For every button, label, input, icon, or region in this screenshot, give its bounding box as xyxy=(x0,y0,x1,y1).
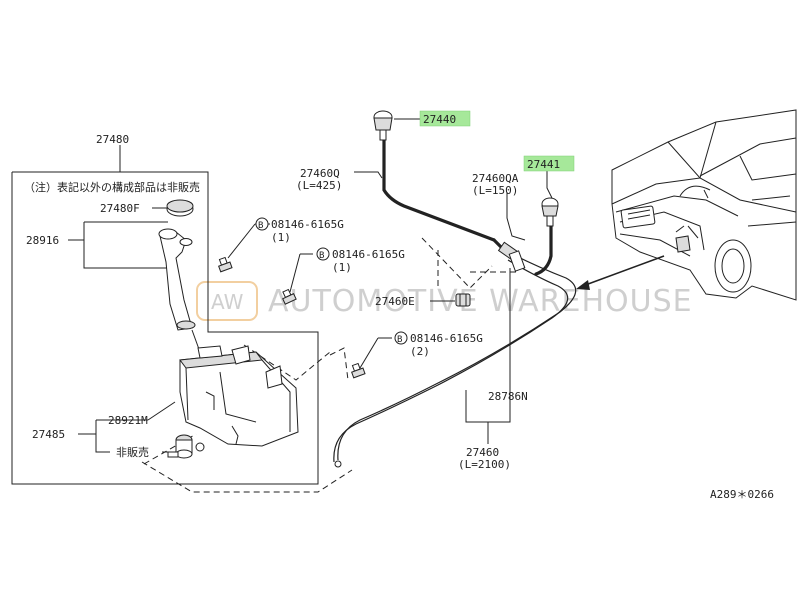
label-27460QA: 27460QA xyxy=(472,172,519,185)
label-27460Q-length: (L=425) xyxy=(296,179,342,192)
label-bolt1: 08146-6165G xyxy=(271,218,344,231)
locator-arrow xyxy=(576,255,665,290)
label-27460Q: 27460Q xyxy=(300,167,340,180)
watermark: AW AUTOMOTIVE WAREHOUSE xyxy=(196,281,693,321)
diagram-code: A289＊0266 xyxy=(710,488,774,501)
bolt2-mark: B xyxy=(319,251,324,261)
label-bolt1-qty: (1) xyxy=(271,231,291,244)
label-27460-length: (L=2100) xyxy=(458,458,511,471)
washer-pump xyxy=(167,434,205,459)
clip-27460E xyxy=(455,293,471,307)
watermark-badge-frame xyxy=(196,281,258,321)
label-note: （注）表記以外の構成部品は非販売 xyxy=(24,180,200,194)
watermark-text: AUTOMOTIVE WAREHOUSE xyxy=(268,284,693,319)
tank-assembly-frame xyxy=(11,145,319,485)
label-bolt2: 08146-6165G xyxy=(332,248,405,261)
washer-tank xyxy=(179,345,299,447)
label-27485: 27485 xyxy=(32,428,65,441)
label-bolt3: 08146-6165G xyxy=(410,332,483,345)
label-27460E: 27460E xyxy=(375,295,415,308)
highlight-27441 xyxy=(523,155,575,172)
washer-hoses xyxy=(333,138,577,468)
nozzle-27440 xyxy=(373,110,393,141)
vehicle-illustration xyxy=(611,109,797,301)
label-28916: 28916 xyxy=(26,234,59,247)
label-bolt3-qty: (2) xyxy=(410,345,430,358)
filler-assembly xyxy=(158,199,201,353)
label-27460QA-length: (L=150) xyxy=(472,184,518,197)
label-27480: 27480 xyxy=(96,133,129,146)
bolt1-mark: B xyxy=(258,221,263,231)
nozzle-27441 xyxy=(541,197,559,227)
watermark-badge: AW xyxy=(211,290,244,314)
bolt3-mark: B xyxy=(397,335,402,345)
label-27441: 27441 xyxy=(527,158,560,171)
label-27480F: 27480F xyxy=(100,202,140,215)
label-28786N: 28786N xyxy=(488,390,528,403)
label-27460: 27460 xyxy=(466,446,499,459)
highlight-27440 xyxy=(419,110,471,127)
label-bolt2-qty: (1) xyxy=(332,261,352,274)
label-not-sold: 非販売 xyxy=(116,446,149,459)
bolt-markers: B B B xyxy=(255,217,408,345)
label-28921M: 28921M xyxy=(108,414,148,427)
bolt-icons xyxy=(218,256,366,379)
label-27440: 27440 xyxy=(423,113,456,126)
